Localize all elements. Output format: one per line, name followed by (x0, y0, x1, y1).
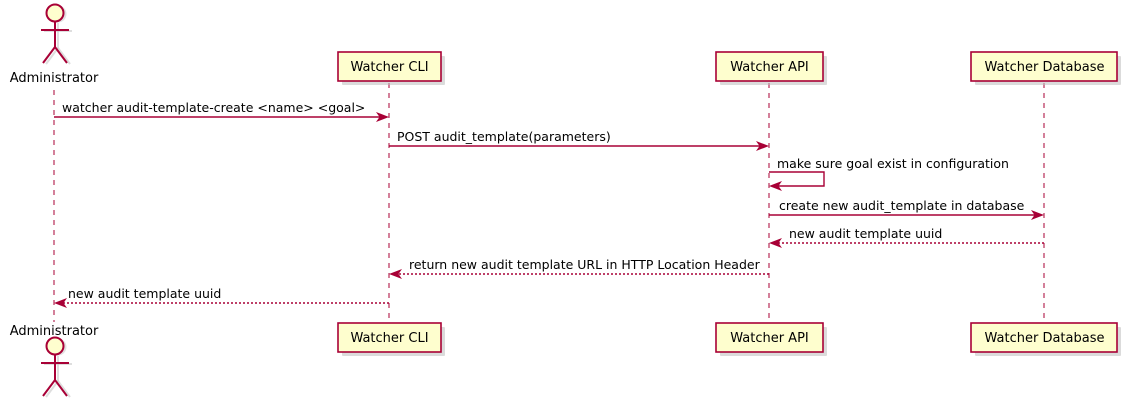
actor-administrator-bottom[interactable]: Administrator (10, 324, 99, 398)
actor-administrator-top[interactable]: Administrator (10, 3, 99, 87)
arrow-head-left-icon (769, 181, 782, 191)
actor-leg-right-line (54, 46, 68, 64)
arrow-head-right-icon (376, 112, 389, 122)
actor-head-icon (45, 3, 65, 23)
message-6-return-audit-template-url: return new audit template URL in HTTP Lo… (389, 257, 769, 279)
participant-watcher-api-top[interactable]: Watcher API (715, 51, 827, 85)
message-label: create new audit_template in database (779, 198, 1025, 213)
actor-head-icon (45, 336, 65, 356)
message-3-make-sure-goal-exist: make sure goal exist in configuration (769, 156, 1009, 191)
message-7-new-audit-template-uuid: new audit template uuid (54, 286, 389, 308)
message-label: new audit template uuid (789, 226, 942, 241)
participant-box[interactable] (337, 51, 442, 82)
participant-label-watcher-api: Watcher API (730, 331, 809, 346)
participant-box[interactable] (970, 51, 1118, 82)
actor-leg-left-line (42, 46, 56, 64)
participant-label-watcher-api: Watcher API (730, 60, 809, 75)
actor-label-administrator-bottom: Administrator (10, 324, 99, 339)
message-self-loop-line (769, 171, 825, 187)
participant-label-watcher-database: Watcher Database (985, 60, 1105, 75)
message-1-watcher-audit-template-create: watcher audit-template-create <name> <go… (54, 100, 389, 122)
arrow-head-left-icon (54, 298, 67, 308)
message-5-new-audit-template-uuid: new audit template uuid (769, 226, 1044, 248)
participant-box[interactable] (715, 51, 824, 82)
message-4-create-new-audit-template: create new audit_template in database (769, 198, 1044, 220)
message-2-post-audit-template: POST audit_template(parameters) (389, 129, 769, 151)
message-label: new audit template uuid (68, 286, 221, 301)
arrow-head-left-icon (769, 238, 782, 248)
participant-watcher-api-bottom[interactable]: Watcher API (715, 322, 827, 356)
message-label: POST audit_template(parameters) (397, 129, 611, 144)
participant-box[interactable] (337, 322, 442, 353)
actor-leg-right-line (54, 379, 68, 397)
participant-watcher-database-bottom[interactable]: Watcher Database (970, 322, 1121, 356)
arrow-head-right-icon (1031, 210, 1044, 220)
message-label: watcher audit-template-create <name> <go… (62, 100, 365, 115)
message-label: make sure goal exist in configuration (777, 156, 1009, 171)
participant-watcher-cli-bottom[interactable]: Watcher CLI (337, 322, 445, 356)
participant-watcher-database-top[interactable]: Watcher Database (970, 51, 1121, 85)
arrow-head-right-icon (756, 141, 769, 151)
participant-label-watcher-database: Watcher Database (985, 331, 1105, 346)
message-label: return new audit template URL in HTTP Lo… (409, 257, 761, 272)
participant-box[interactable] (970, 322, 1118, 353)
participant-label-watcher-cli: Watcher CLI (350, 60, 428, 75)
actor-leg-left-line (42, 379, 56, 397)
participant-watcher-cli-top[interactable]: Watcher CLI (337, 51, 445, 85)
arrow-head-left-icon (389, 269, 402, 279)
participant-label-watcher-cli: Watcher CLI (350, 331, 428, 346)
lifelines (53, 83, 1045, 322)
actor-label-administrator-top: Administrator (10, 71, 99, 86)
participant-box[interactable] (715, 322, 824, 353)
